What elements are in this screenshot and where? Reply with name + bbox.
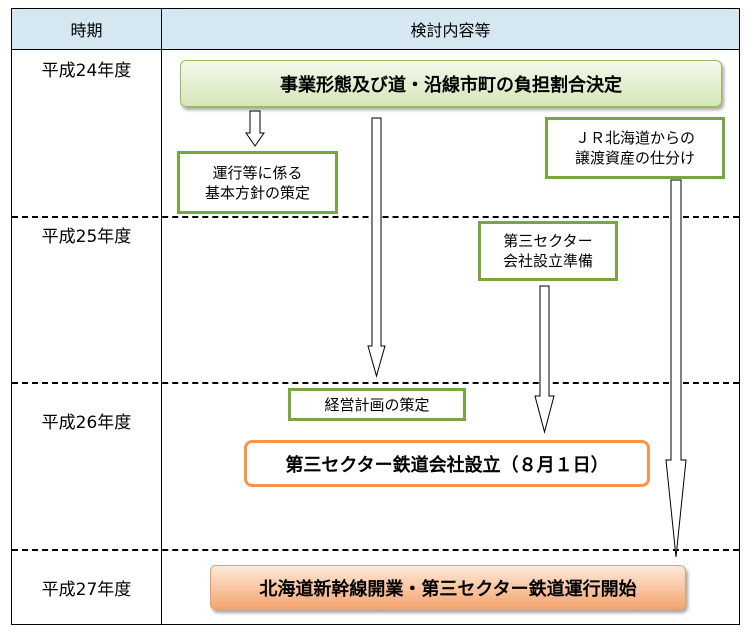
header-content-label: 検討内容等 xyxy=(410,21,491,40)
timeline-frame xyxy=(11,8,740,625)
management-plan-box: 経営計画の策定 xyxy=(288,388,466,421)
year-h25: 平成25年度 xyxy=(41,227,132,247)
jr-assets-box-line-1: ＪＲ北海道からの xyxy=(574,129,695,147)
row-divider-2 xyxy=(12,382,739,384)
row-divider-3 xyxy=(12,549,739,551)
arrow-prep-to-establishment xyxy=(534,285,555,434)
policy-box-line-2: 基本方針の策定 xyxy=(204,183,310,202)
year-h26: 平成26年度 xyxy=(41,413,132,433)
year-h27: 平成27年度 xyxy=(41,580,132,600)
year-h24: 平成24年度 xyxy=(41,61,132,81)
arrow-decision-to-policy xyxy=(245,110,265,147)
establishment-label: 第三セクター鉄道会社設立（８月１日） xyxy=(285,454,609,476)
header-period-label: 時期 xyxy=(70,21,103,40)
jr-assets-box-line-2: 譲渡資産の仕分け xyxy=(574,149,695,167)
decision-bar-label: 事業形態及び道・沿線市町の負担割合決定 xyxy=(280,74,622,96)
third-sector-prep-line-1: 第三セクター xyxy=(503,232,593,250)
opening-bar-label: 北海道新幹線開業・第三セクター鉄道運行開始 xyxy=(259,578,637,600)
third-sector-prep-line-2: 会社設立準備 xyxy=(502,252,593,270)
establishment-box: 第三セクター鉄道会社設立（８月１日） xyxy=(244,440,650,487)
arrow-decision-to-plan xyxy=(367,117,386,378)
header-divider xyxy=(12,49,739,50)
opening-bar: 北海道新幹線開業・第三セクター鉄道運行開始 xyxy=(210,565,686,610)
column-divider xyxy=(161,9,162,624)
policy-box-line-1: 運行等に係る xyxy=(212,163,303,182)
jr-assets-box: ＪＲ北海道からの 譲渡資産の仕分け xyxy=(545,117,725,179)
decision-bar: 事業形態及び道・沿線市町の負担割合決定 xyxy=(180,60,722,107)
header-period: 時期 xyxy=(12,9,162,49)
third-sector-prep-box: 第三セクター 会社設立準備 xyxy=(478,221,618,281)
management-plan-label: 経営計画の策定 xyxy=(324,395,430,414)
policy-box: 運行等に係る 基本方針の策定 xyxy=(177,151,338,214)
header-content: 検討内容等 xyxy=(162,9,739,49)
arrow-assets-to-opening xyxy=(665,179,687,558)
